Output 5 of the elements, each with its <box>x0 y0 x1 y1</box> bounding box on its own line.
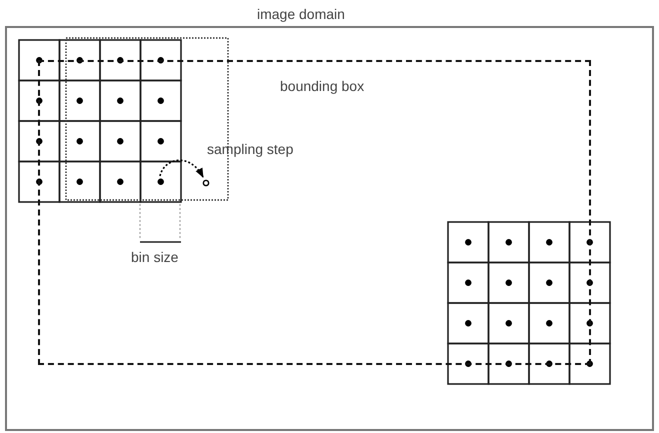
bounding-box-outline <box>38 60 591 365</box>
dimension-label: bin size <box>131 249 178 265</box>
frame-heading: image domain <box>257 6 345 22</box>
step-label: sampling step <box>207 141 294 157</box>
box-label: bounding box <box>280 78 364 94</box>
